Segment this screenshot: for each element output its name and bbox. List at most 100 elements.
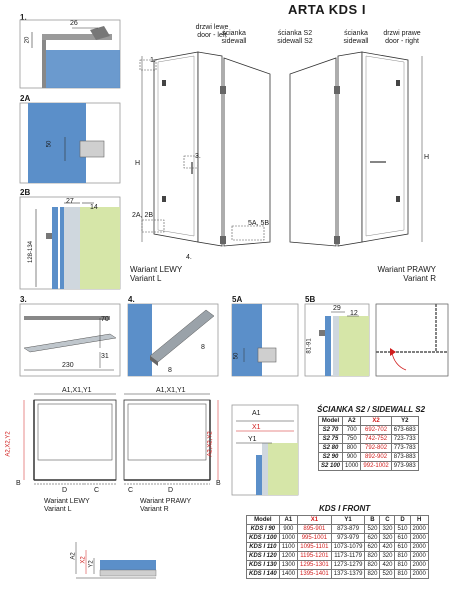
dim-d5b-29: 29 (333, 305, 341, 312)
front-table-cell: 2000 (409, 560, 429, 570)
front-table-cell: 873-879 (330, 524, 366, 534)
plan-left-side-dim: A2,X2,Y2 (5, 431, 12, 457)
plan-left-top-dim: A1,X1,Y1 (62, 387, 92, 394)
front-table-cell: KDS I 120 (246, 551, 280, 561)
front-table-cell: 510 (394, 524, 411, 534)
variant-left-top-pl: Wariant LEWY (130, 265, 183, 274)
s2-table-cell: 750 (342, 434, 362, 444)
detail-5a-number: 5A (232, 295, 243, 304)
front-table-title: KDS I FRONT (319, 504, 371, 513)
s2-table-cell: 973-983 (390, 461, 419, 471)
variant-right-bottom-pl: Wariant PRAWY (140, 498, 192, 505)
front-table-cell: 420 (379, 560, 396, 570)
small-x2: X2 (80, 556, 87, 564)
s2-table-cell: 692-702 (360, 425, 392, 435)
callout-s2-pl: ścianka S2 (277, 30, 313, 37)
plan-views-drawing (23, 393, 219, 485)
s2-table-title: ŚCIANKA S2 / SIDEWALL S2 (317, 405, 426, 414)
detail-4-number: 4. (128, 295, 135, 304)
front-table-cell: 420 (379, 542, 396, 552)
plan-left-b: B (16, 480, 21, 487)
dim-d2b-range: 128-134 (28, 240, 35, 264)
s2-table-cell: 873-883 (390, 452, 419, 462)
elev-callout-4: 4. (186, 254, 192, 261)
dim-d5a-50: 50 (233, 352, 240, 360)
front-table-cell: 2000 (409, 551, 429, 561)
front-table-cell: 810 (394, 569, 411, 579)
dim-d5b-12: 12 (350, 310, 358, 317)
front-table-cell: 2000 (409, 533, 429, 543)
plan-left-c: C (94, 487, 100, 494)
callout-sidewall-left: ścianka sidewall (212, 30, 256, 46)
dim-d2b-14: 14 (90, 204, 98, 211)
front-table-cell: 1100 (278, 542, 299, 552)
s2-col-a2: A2 (342, 416, 362, 426)
elevation-drawing (139, 51, 423, 247)
front-table-cell: 820 (364, 560, 381, 570)
front-table-cell: KDS I 90 (246, 524, 280, 534)
front-table-cell: 2000 (409, 524, 429, 534)
dim-d4-8a: 8 (201, 344, 205, 351)
callout-sidewall-right-pl: ścianka (344, 30, 368, 37)
front-table-cell: 810 (394, 560, 411, 570)
front-table-cell: KDS I 130 (246, 560, 280, 570)
front-col-a1: A1 (278, 515, 299, 525)
front-table-cell: 1395-1401 (297, 569, 332, 579)
dim-d2b-27: 27 (66, 198, 74, 205)
front-table-cell: 1373-1379 (330, 569, 366, 579)
detail-2a-drawing (19, 102, 121, 184)
front-table-cell: 1200 (278, 551, 299, 561)
dim-d3-70: 70 (101, 316, 109, 323)
detail-topview-drawing (375, 303, 449, 377)
detail-5b-drawing (304, 303, 370, 377)
front-table-cell: 320 (379, 533, 396, 543)
s2-table-cell: 723-733 (390, 434, 419, 444)
front-table-cell: 2000 (409, 542, 429, 552)
variant-left-bottom-en: Variant L (44, 506, 72, 513)
s2-table-cell: 892-902 (360, 452, 392, 462)
detail-5a-drawing (231, 303, 299, 377)
front-table-cell: 620 (364, 542, 381, 552)
s2-table-cell: 992-1002 (360, 461, 392, 471)
callout-sidewall-right: ścianka sidewall (340, 30, 372, 46)
variant-left-top: Wariant LEWY Variant L (130, 265, 182, 283)
callout-s2: ścianka S2 sidewall S2 (273, 30, 317, 46)
s2-table-cell: 792-802 (360, 443, 392, 453)
front-col-x1: X1 (297, 515, 332, 525)
elev-callout-5a5b: 5A, 5B (248, 220, 270, 227)
dim-d1-20: 20 (24, 36, 31, 44)
front-table-cell: 620 (364, 533, 381, 543)
legend-detail-drawing (231, 404, 299, 496)
front-table-cell: 610 (394, 542, 411, 552)
front-col-c: C (379, 515, 396, 525)
s2-table-cell: 800 (342, 443, 362, 453)
front-table-cell: 1295-1301 (297, 560, 332, 570)
detail-3-drawing (19, 303, 121, 377)
s2-table-cell: S2 70 (317, 425, 344, 435)
front-table-cell: 320 (379, 551, 396, 561)
plan-right-top-dim: A1,X1,Y1 (156, 387, 186, 394)
front-table-cell: 1095-1101 (297, 542, 332, 552)
front-table-cell: 1400 (278, 569, 299, 579)
front-table-cell: KDS I 100 (246, 533, 280, 543)
front-table-cell: 1273-1279 (330, 560, 366, 570)
s2-table-cell: 700 (342, 425, 362, 435)
detail-3-number: 3. (20, 295, 27, 304)
front-col-h: H (409, 515, 429, 525)
s2-table-cell: S2 100 (317, 461, 344, 471)
callout-sidewall-left-pl: ścianka (222, 30, 246, 37)
front-table-cell: 1173-1179 (330, 551, 366, 561)
variant-left-top-en: Variant L (130, 274, 162, 283)
